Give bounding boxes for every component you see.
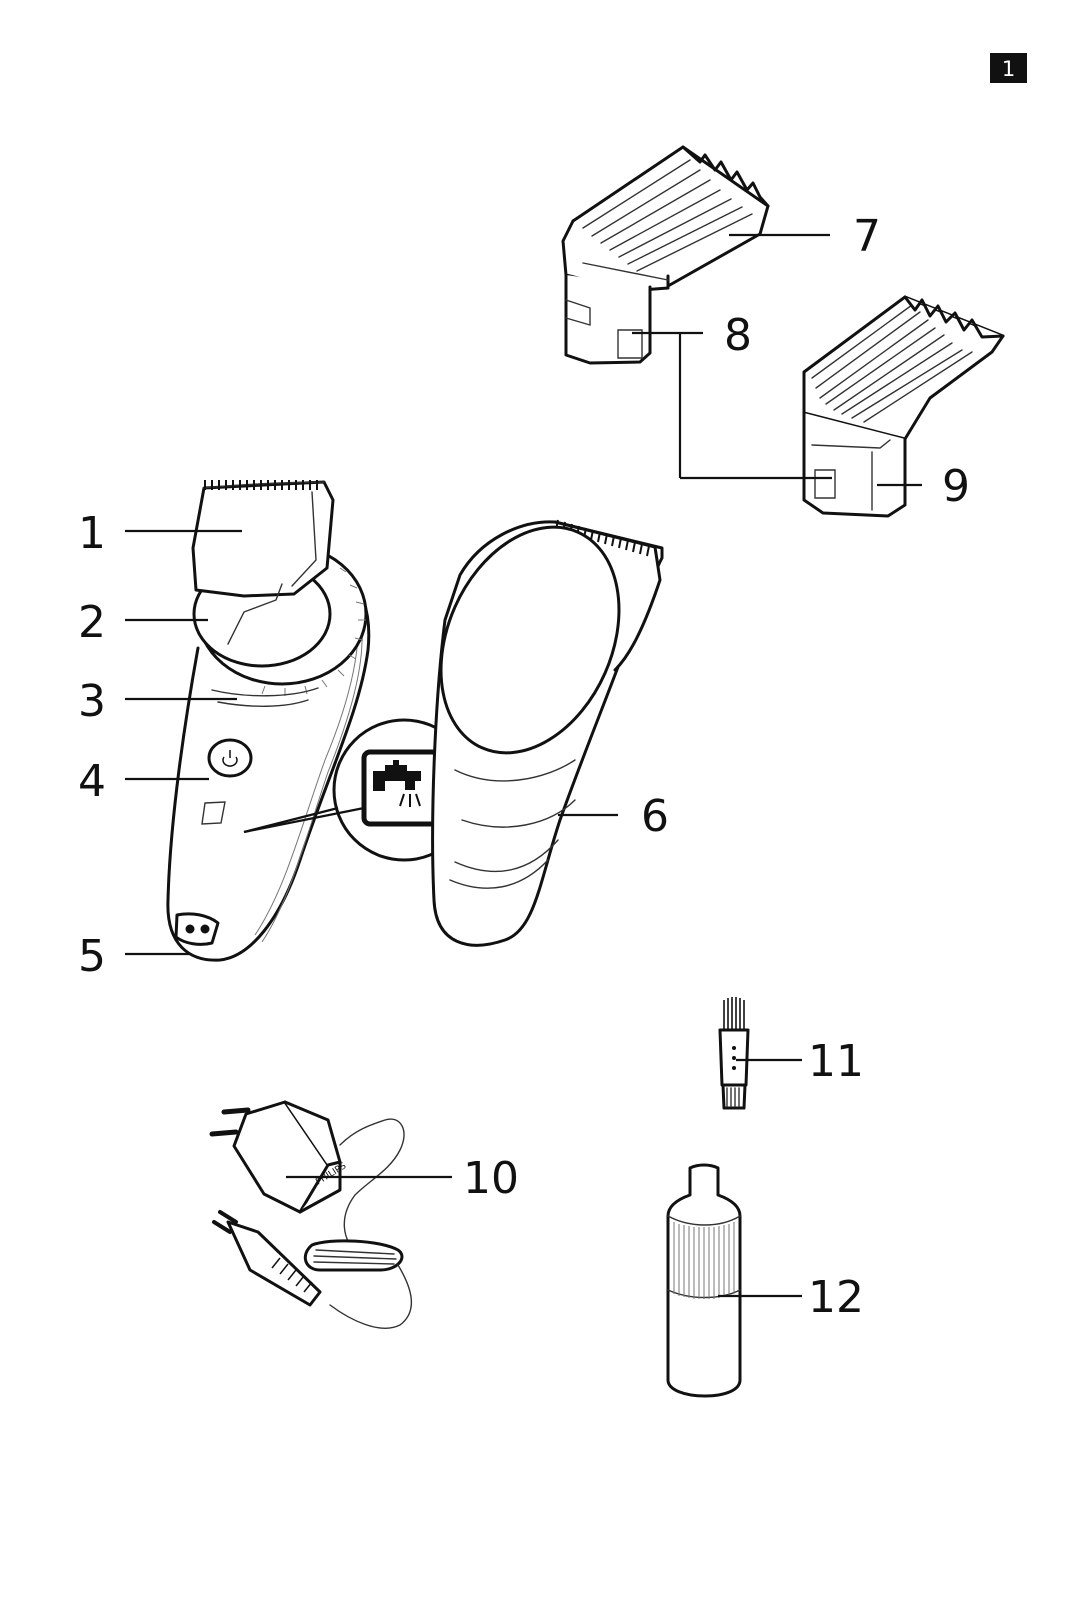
cleaning-brush <box>718 997 750 1110</box>
callout-5: 5 <box>78 931 106 982</box>
callout-1: 1 <box>78 508 106 559</box>
callout-4: 4 <box>78 756 106 807</box>
callout-9: 9 <box>942 461 970 512</box>
oil-bottle <box>666 1163 742 1398</box>
callout-2: 2 <box>78 597 106 648</box>
power-adapter: PHILIPS <box>209 1100 413 1329</box>
leader-lines <box>125 233 922 1298</box>
hair-clipper-side <box>431 519 664 947</box>
faucet-washable-icon <box>373 760 421 807</box>
svg-text:1: 1 <box>1002 57 1015 81</box>
power-icon <box>222 750 238 767</box>
callout-8: 8 <box>724 310 752 361</box>
callout-6: 6 <box>641 791 669 842</box>
callout-11: 11 <box>808 1036 864 1087</box>
figure-number-badge: 1 <box>990 53 1027 83</box>
callout-10: 10 <box>463 1153 519 1204</box>
adjustable-comb-small <box>561 145 770 365</box>
callout-12: 12 <box>808 1272 864 1323</box>
callout-3: 3 <box>78 676 106 727</box>
callout-labels: 1 2 3 4 5 6 7 8 9 10 11 12 <box>78 211 970 1323</box>
callout-7: 7 <box>853 211 881 262</box>
adjustable-comb-large <box>802 295 1005 518</box>
hair-clipper-front <box>166 480 371 962</box>
